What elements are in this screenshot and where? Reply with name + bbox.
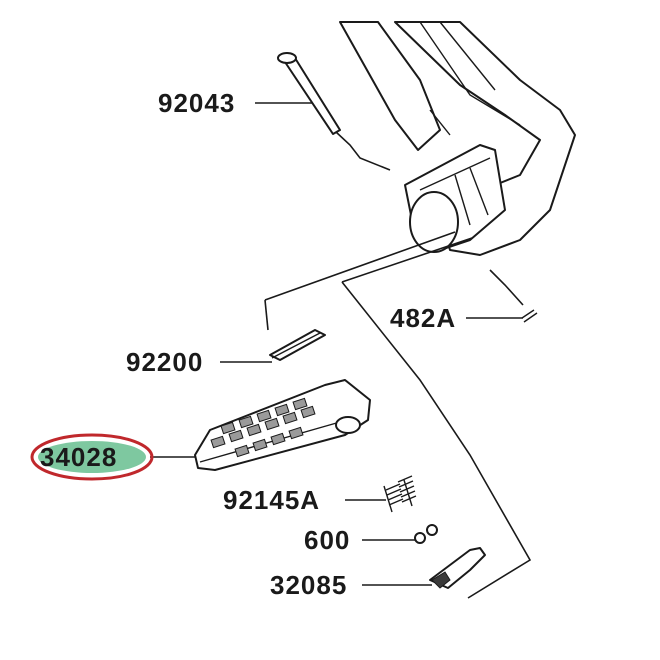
pin-92043-drawing: [277, 52, 391, 171]
footpeg-34028-drawing: [194, 379, 371, 471]
label-600[interactable]: 600: [304, 525, 350, 555]
label-32085[interactable]: 32085: [270, 570, 347, 600]
highlight-ring: [30, 433, 154, 481]
balls-600-drawing: [414, 524, 438, 544]
leader-lines: [150, 102, 523, 586]
label-92043[interactable]: 92043: [158, 88, 235, 118]
part-labels: 92043 482A 92200 34028 92145A 600 32085: [40, 88, 456, 600]
label-92200[interactable]: 92200: [126, 347, 203, 377]
footpeg-bracket: [339, 21, 576, 256]
pawl-32085-drawing: [429, 547, 486, 589]
label-34028[interactable]: 34028: [40, 442, 117, 472]
highlight-fill: [38, 441, 146, 473]
label-92145A[interactable]: 92145A: [223, 485, 320, 515]
label-482A[interactable]: 482A: [390, 303, 456, 333]
highlight-34028: [30, 433, 154, 481]
cotter-pin-482A-drawing: [489, 269, 538, 323]
springs-92145A-drawing: [383, 475, 417, 513]
washer-92200-drawing: [269, 329, 326, 361]
assembly-boundary: [264, 231, 532, 599]
